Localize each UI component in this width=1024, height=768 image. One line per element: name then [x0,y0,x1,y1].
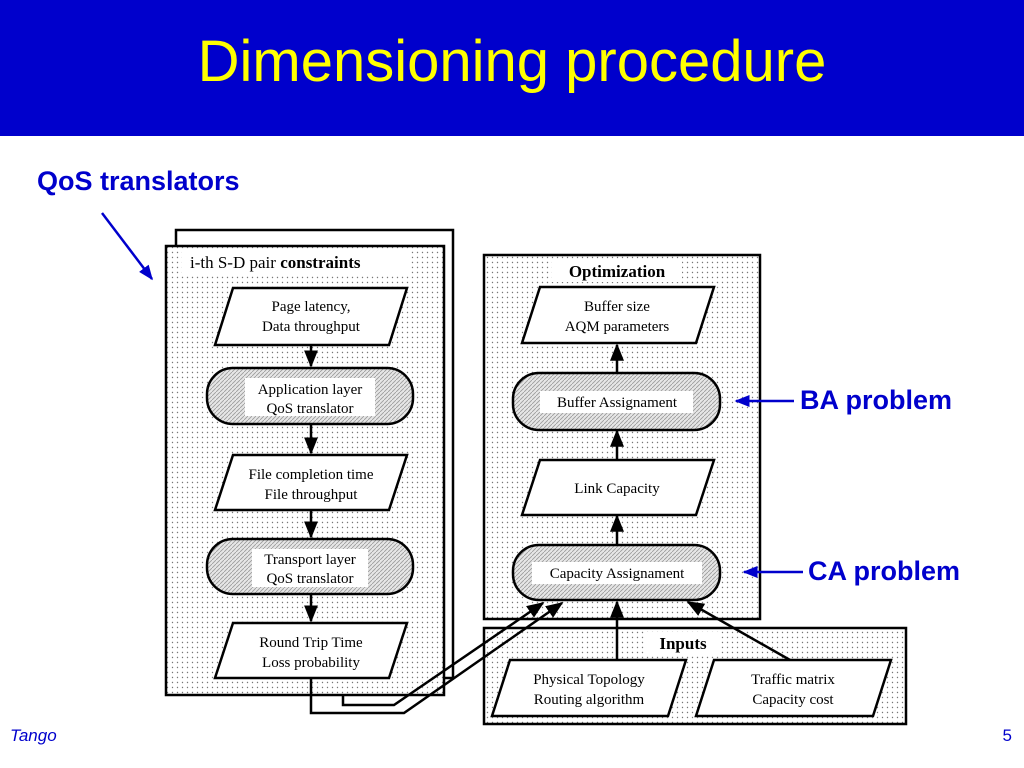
rtt-text-2: Loss probability [262,655,360,671]
traffic-matrix-box [694,658,893,718]
file-completion-box [213,453,409,512]
application-translator-text-2: QoS translator [266,401,353,417]
slide-title: Dimensioning procedure [197,29,827,94]
page-latency-text-1: Page latency, [272,299,351,315]
buffer-size-text-2: AQM parameters [565,319,670,335]
capacity-assignment-text: Capacity Assignament [550,566,685,582]
transport-translator-text-2: QoS translator [266,571,353,587]
buffer-size-text-1: Buffer size [584,299,650,315]
ba-problem-label: BA problem [800,385,953,415]
transport-translator-text-1: Transport layer [264,552,356,568]
physical-topology-box [490,658,688,718]
title-bar [0,0,1024,136]
left-header-bg [182,250,410,274]
ca-problem-label: CA problem [808,556,961,586]
qos-pointer-arrow [101,212,153,281]
traffic-matrix-text-1: Traffic matrix [751,672,835,688]
file-completion-text-1: File completion time [249,467,374,483]
qos-translators-label: QoS translators [37,166,240,196]
optimization-header: Optimization [569,262,666,281]
file-completion-text-2: File throughput [265,487,359,503]
rtt-box [213,621,409,680]
buffer-assignment-text: Buffer Assignament [557,395,678,411]
buffer-size-box [520,285,716,345]
link-capacity-text: Link Capacity [574,481,660,497]
left-header-text: i-th S-D pair constraints [190,253,361,272]
traffic-matrix-text-2: Capacity cost [752,692,834,708]
page-latency-text-2: Data throughput [262,319,361,335]
application-translator-text-1: Application layer [258,382,363,398]
link-capacity-box [520,458,716,517]
page-latency-box [213,286,409,347]
rtt-text-1: Round Trip Time [259,635,363,651]
physical-topology-text-2: Routing algorithm [534,692,645,708]
footer-brand: Tango [10,726,57,745]
page-number: 5 [1002,726,1012,745]
inputs-header: Inputs [659,634,707,653]
physical-topology-text-1: Physical Topology [533,672,645,688]
